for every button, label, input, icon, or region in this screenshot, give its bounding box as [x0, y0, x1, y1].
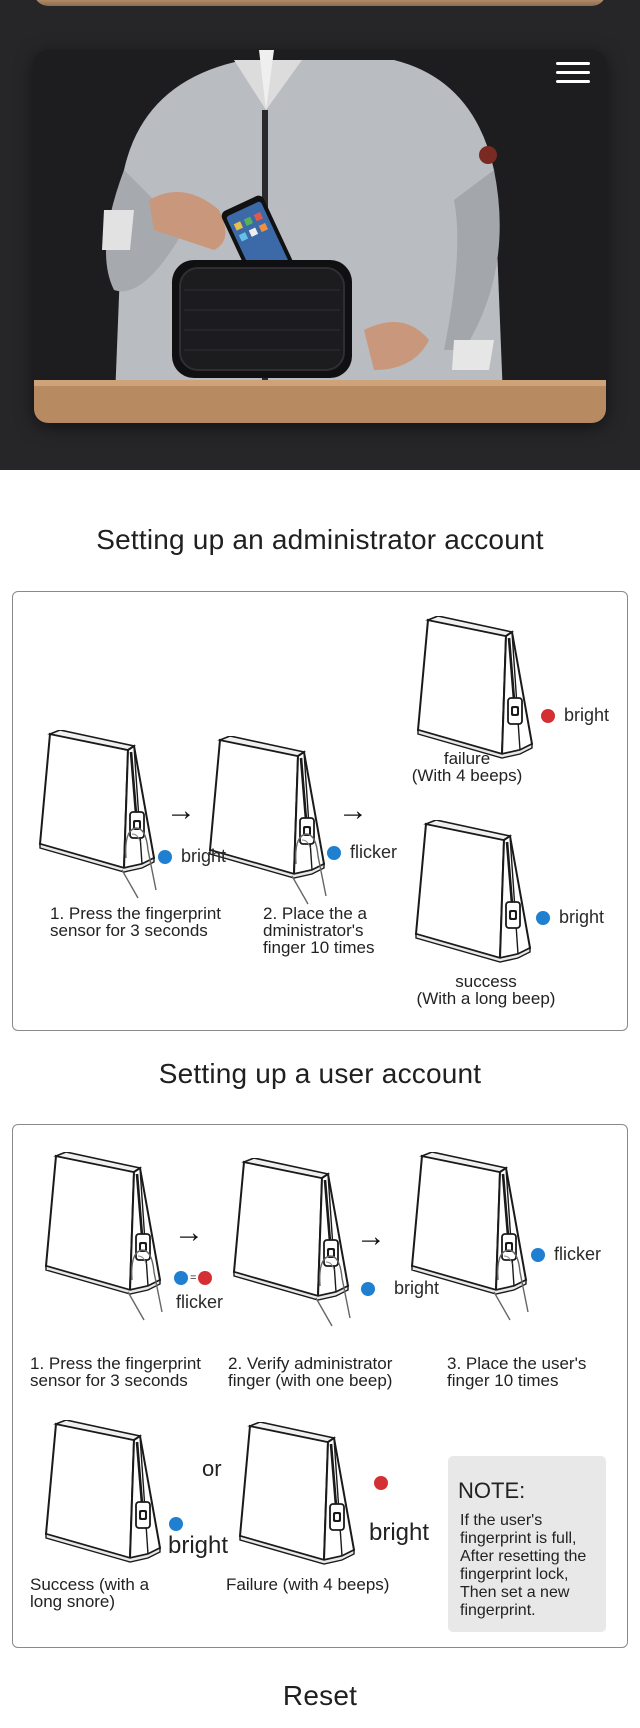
device-illustration-success	[414, 820, 532, 964]
blue-led-icon	[361, 1281, 375, 1296]
red-led-icon	[541, 708, 555, 723]
arrow-icon: →	[356, 1220, 386, 1253]
failure-caption: failure (With 4 beeps)	[411, 749, 523, 785]
blue-led-icon	[327, 845, 341, 860]
user-failure-caption: Failure (with 4 beeps)	[226, 1575, 390, 1594]
blue-led-icon	[531, 1247, 545, 1262]
user-step-2-caption: 2. Verify administrator finger (with one…	[228, 1354, 393, 1390]
arrow-icon: →	[174, 1216, 204, 1249]
note-box: NOTE: If the user's fingerprint is full,…	[448, 1456, 606, 1632]
alternating-symbol: =	[190, 1272, 197, 1284]
indicator-label: flicker	[554, 1244, 602, 1264]
indicator-label: flicker	[350, 842, 398, 862]
admin-section-title: Setting up an administrator account	[96, 524, 544, 555]
success-indicator: bright	[536, 907, 604, 928]
device-illustration-user-success	[44, 1420, 162, 1564]
note-title: NOTE:	[458, 1478, 526, 1503]
device-illustration-step-1	[38, 730, 157, 899]
step-2-caption: 2. Place the a dministrator's finger 10 …	[263, 904, 375, 957]
indicator-label: bright	[181, 846, 227, 866]
red-led-icon	[198, 1271, 213, 1285]
indicator-label: bright	[559, 907, 605, 927]
step-1-indicator: bright	[158, 846, 226, 867]
user-step-3-caption: 3. Place the user's finger 10 times	[447, 1354, 587, 1390]
reset-section-title: Reset	[282, 1680, 358, 1711]
user-section-title: Setting up a user account	[158, 1058, 482, 1089]
failure-indicator: bright	[541, 705, 609, 726]
indicator-label: flicker	[176, 1292, 224, 1312]
product-photo-illustration	[34, 50, 606, 423]
indicator-label: bright	[394, 1278, 440, 1298]
user-step-1-caption: 1. Press the fingerprint sensor for 3 se…	[30, 1354, 202, 1390]
blue-led-icon	[169, 1517, 183, 1531]
indicator-label: bright	[564, 705, 610, 725]
arrow-icon: →	[166, 794, 196, 827]
blue-led-icon	[536, 910, 550, 925]
user-step-3-indicator: flicker	[531, 1244, 601, 1265]
device-illustration-user-step-2	[232, 1158, 351, 1327]
device-illustration-user-step-1	[44, 1152, 163, 1321]
user-success-caption: Success (with a long snore)	[30, 1575, 150, 1611]
hamburger-menu-icon[interactable]	[556, 60, 592, 86]
user-success-indicator: bright	[168, 1532, 229, 1559]
blue-led-icon	[174, 1271, 188, 1285]
or-label: or	[202, 1456, 222, 1481]
step-1-caption: 1. Press the fingerprint sensor for 3 se…	[50, 904, 222, 940]
arrow-icon: →	[338, 794, 368, 827]
device-illustration-failure	[416, 616, 534, 760]
red-led-icon	[374, 1476, 388, 1490]
product-photo	[34, 50, 606, 423]
user-step-2-indicator: bright	[361, 1278, 439, 1299]
step-2-indicator: flicker	[327, 842, 397, 863]
hero-section	[0, 0, 640, 470]
device-illustration-user-failure	[238, 1422, 356, 1566]
user-failure-indicator: bright	[369, 1519, 430, 1546]
blue-led-icon	[158, 849, 172, 864]
device-illustration-step-2	[208, 736, 327, 905]
success-caption: success (With a long beep)	[416, 972, 556, 1008]
previous-product-photo	[34, 0, 606, 6]
user-step-1-indicator: = flicker	[174, 1270, 223, 1313]
note-body: If the user's fingerprint is full, After…	[460, 1512, 587, 1619]
